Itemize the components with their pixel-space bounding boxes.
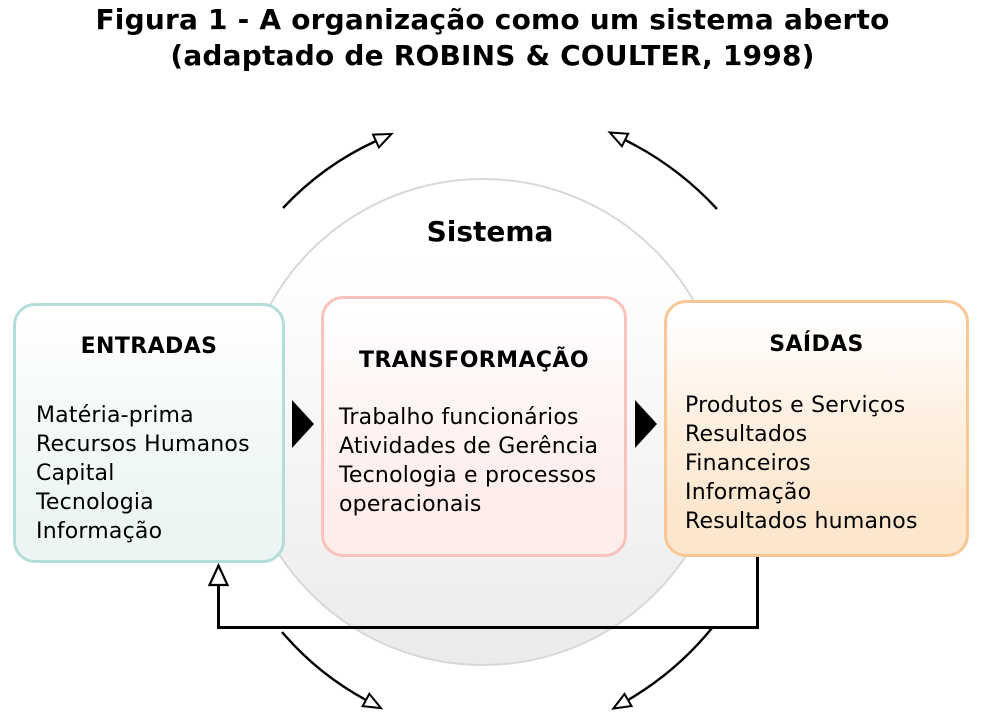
inputs-box: ENTRADAS Matéria-prima Recursos Humanos … [13, 303, 285, 563]
transformation-header: TRANSFORMAÇÃO [359, 348, 589, 373]
list-item: Trabalho funcionários [339, 405, 579, 430]
list-item: Tecnologia [36, 490, 154, 515]
figure-title-line1: Figura 1 - A organização como um sistema… [95, 3, 890, 36]
inputs-list: Matéria-prima Recursos Humanos Capital T… [36, 401, 250, 546]
list-item: Capital [36, 461, 115, 486]
list-item: Resultados [685, 422, 808, 447]
outputs-list: Produtos e Serviços Resultados Financeir… [685, 391, 918, 536]
list-item: Recursos Humanos [36, 432, 250, 457]
list-item: Informação [36, 519, 163, 544]
list-item: Financeiros [685, 451, 811, 476]
outputs-header: SAÍDAS [769, 332, 864, 357]
inputs-header: ENTRADAS [80, 334, 218, 359]
list-item: Atividades de Gerência [339, 434, 599, 459]
transformation-list: Trabalho funcionários Atividades de Gerê… [339, 403, 598, 519]
list-item: Tecnologia e processos [339, 463, 597, 488]
figure-title: Figura 1 - A organização como um sistema… [0, 2, 985, 74]
list-item: Resultados humanos [685, 509, 918, 534]
list-item: Matéria-prima [36, 403, 194, 428]
list-item: Informação [685, 480, 812, 505]
figure-title-line2: (adaptado de ROBINS & COULTER, 1998) [170, 39, 815, 72]
system-label: Sistema [426, 215, 554, 248]
list-item: operacionais [339, 492, 482, 517]
list-item: Produtos e Serviços [685, 393, 906, 418]
transformation-box: TRANSFORMAÇÃO Trabalho funcionários Ativ… [321, 296, 627, 557]
outputs-box: SAÍDAS Produtos e Serviços Resultados Fi… [664, 300, 969, 557]
